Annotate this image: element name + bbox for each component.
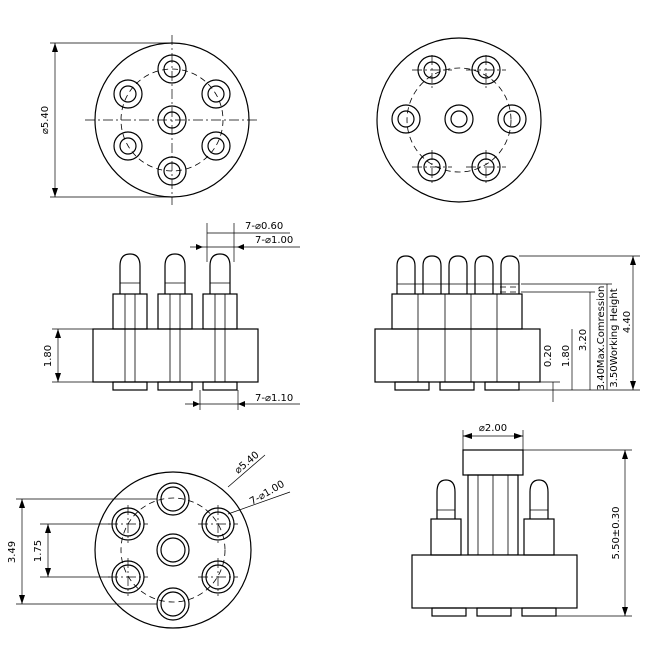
label-base-dia: 7-⌀1.10 [255,393,293,404]
label-dia-outer-bottom: ⌀5.40 [233,450,262,477]
label-349: 3.49 [7,541,18,563]
label-175: 1.75 [33,540,44,562]
label-height-left: 1.80 [43,345,54,367]
label-hole-dia: 7-⌀1.00 [255,235,293,246]
top-view-front: ⌀5.40 [40,35,260,205]
pitch-circle [120,68,224,172]
bottom-view: 3.49 1.75 ⌀5.40 7-⌀1.00 [7,450,291,629]
label-pin-dia: 7-⌀0.60 [245,221,283,232]
top-view-back [376,37,542,203]
label-working-height: 3.50Working Height [609,288,620,387]
label-dia-200: ⌀2.00 [479,423,507,434]
label-020: 0.20 [543,345,554,367]
label-dia-outer-top: ⌀5.40 [40,106,51,134]
label-total-height: 5.50±0.30 [611,507,622,560]
side-view-left: 7-⌀0.60 7-⌀1.00 7-⌀1.10 1.80 [43,221,300,410]
label-max-comp: 3.40Max.Comression [596,286,607,391]
outer-circle-right [376,37,542,203]
side-view-right: 0.20 1.80 3.20 3.40Max.Comression 3.50Wo… [374,255,640,402]
label-180: 1.80 [561,345,572,367]
label-320: 3.20 [578,329,589,351]
outer-circle-bottom [94,471,252,629]
full-side-view: ⌀2.00 5.50±0.30 [411,423,632,617]
label-440: 4.40 [622,311,633,333]
label-hole-dia-bottom: 7-⌀1.00 [248,479,287,508]
